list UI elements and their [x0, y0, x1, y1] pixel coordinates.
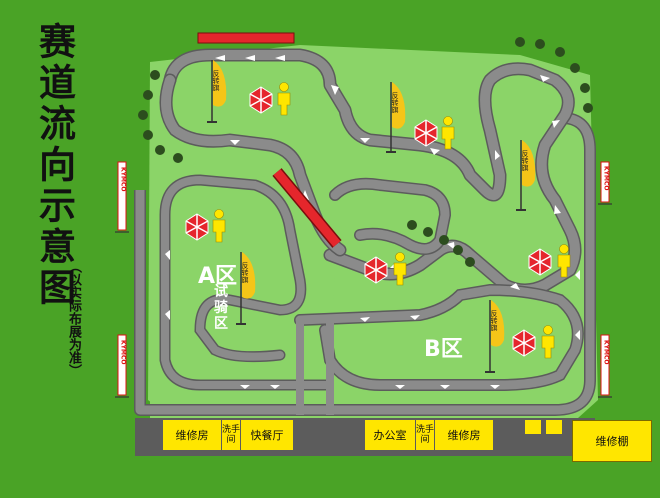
building-fast-food: 快餐厅 [241, 420, 293, 450]
building-washroom-left: 洗手间 [222, 420, 240, 450]
marker-small-1 [525, 420, 541, 434]
svg-text:反转旗: 反转旗 [391, 91, 399, 114]
page-title: 赛道流向示意图 [22, 22, 86, 313]
zone-a-label: A区 [198, 264, 238, 289]
page-subtitle: （以实际布展为准） [66, 259, 81, 377]
test-area-label: 试骑区 [214, 284, 228, 332]
svg-text:KYMCO: KYMCO [603, 340, 610, 364]
svg-text:反转旗: 反转旗 [241, 261, 249, 284]
svg-text:反转旗: 反转旗 [490, 309, 498, 332]
building-repair-shed: 维修棚 [572, 420, 652, 462]
kymco-banner-left-bottom: KYMCO [115, 334, 129, 398]
svg-text:反转旗: 反转旗 [212, 69, 220, 92]
umbrella-icons [185, 86, 552, 357]
barrier-top [197, 32, 295, 44]
svg-text:KYMCO: KYMCO [603, 166, 610, 190]
building-repair-right: 维修房 [435, 420, 493, 450]
marker-small-2 [546, 420, 562, 434]
building-office: 办公室 [365, 420, 415, 450]
svg-text:反转旗: 反转旗 [521, 149, 529, 172]
kymco-banner-right-bottom: KYMCO [598, 334, 612, 398]
person-icons [212, 82, 571, 359]
building-repair-left: 维修房 [163, 420, 221, 450]
feather-flags: 反转旗 反转旗 反转旗 反转旗 反转旗 [207, 60, 536, 373]
tire-barriers [138, 37, 593, 267]
kymco-banner-left-top: KYMCO [115, 161, 129, 233]
svg-text:KYMCO: KYMCO [120, 167, 127, 191]
kymco-banners: KYMCO KYMCO KYMCO KYMCO [115, 161, 612, 398]
building-washroom-right: 洗手间 [416, 420, 434, 450]
title-text: 赛道流向示意图 [32, 22, 76, 309]
zone-b-label: B区 [424, 337, 463, 362]
svg-text:KYMCO: KYMCO [120, 340, 127, 364]
kymco-banner-right-top: KYMCO [598, 161, 612, 205]
